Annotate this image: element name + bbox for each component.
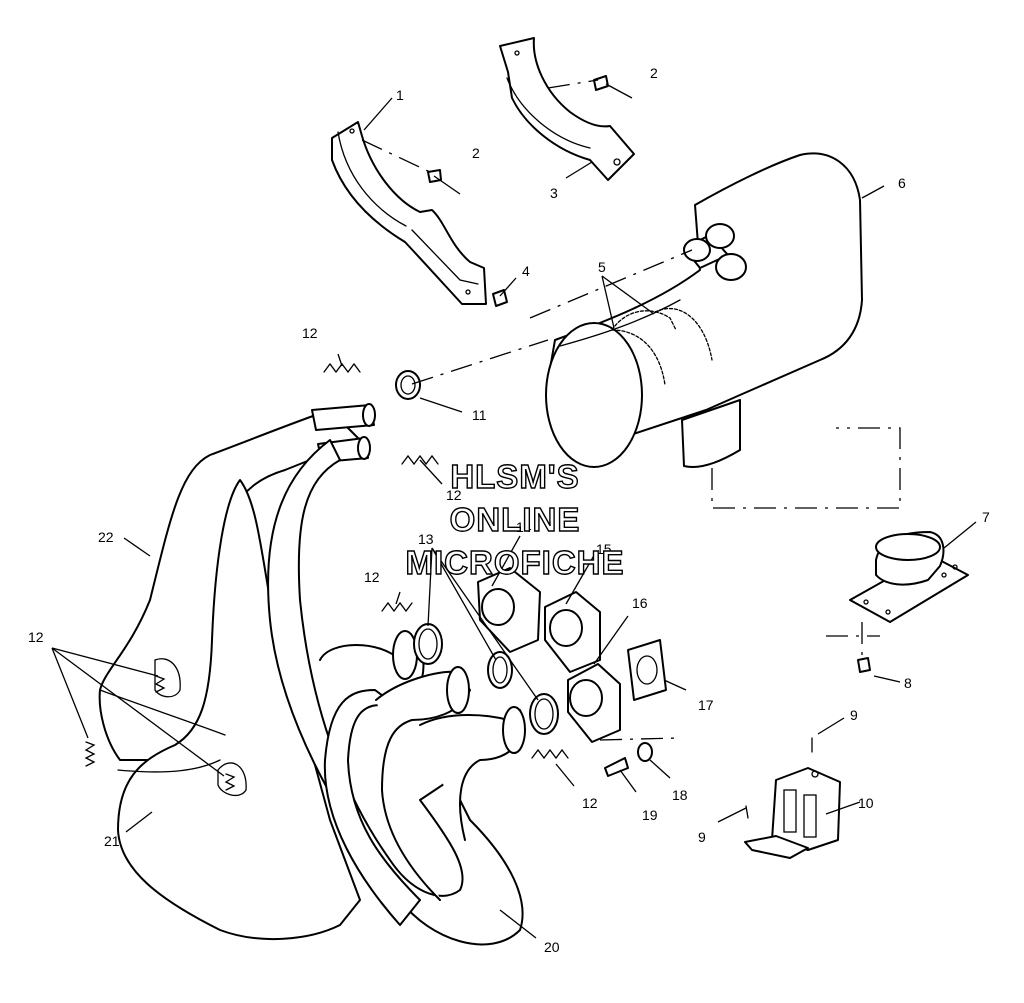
callout-12-bottom: 12 [582,795,598,811]
bracket-part-3 [499,37,635,181]
callout-5: 5 [598,259,606,275]
callout-12-left: 12 [28,629,44,645]
callout-1: 1 [396,87,404,103]
callout-2-top: 2 [650,65,658,81]
watermark-line-2: ONLINE [449,500,581,538]
callout-19: 19 [642,807,658,823]
callout-8: 8 [904,675,912,691]
callout-3: 3 [550,185,558,201]
clamps-part-13 [413,623,559,735]
callout-22: 22 [98,529,114,545]
valve-part-14 [477,567,541,653]
callout-15: 15 [596,541,612,557]
callout-17: 17 [698,697,714,713]
callout-7: 7 [982,509,990,525]
flange-part-7 [849,531,969,623]
callout-18: 18 [672,787,688,803]
callout-12-upper: 12 [302,325,318,341]
valve-part-15 [544,591,601,673]
callout-4: 4 [522,263,530,279]
callout-6: 6 [898,175,906,191]
muffler-part-6 [545,152,863,468]
callout-12-mid: 12 [364,569,380,585]
leader-lines [51,83,977,939]
callout-16: 16 [632,595,648,611]
valve-part-16 [567,663,621,743]
watermark-line-1: HLSM'S [450,457,580,495]
callout-labels: 1 2 2 3 4 5 6 7 8 9 9 10 11 12 12 12 12 … [28,65,990,955]
callout-12-center: 12 [446,487,462,503]
callout-20: 20 [544,939,560,955]
gasket-part-17 [627,639,667,701]
bracket-part-1 [331,121,487,305]
assembly-centerlines [361,79,901,741]
callout-9-upper: 9 [850,707,858,723]
watermark: HLSM'S ONLINE MICROFICHE [380,455,650,584]
watermark-line-3: MICROFICHE [405,543,625,581]
exhaust-header-part-20 [267,403,526,946]
bracket-part-10 [744,767,841,859]
callout-14: 14 [516,519,532,535]
callout-2-left: 2 [472,145,480,161]
callout-11: 11 [472,407,487,423]
callout-21: 21 [104,833,120,849]
callout-9-lower: 9 [698,829,706,845]
ring-part-11 [395,370,421,400]
callout-10: 10 [858,795,874,811]
callout-13: 13 [418,531,434,547]
